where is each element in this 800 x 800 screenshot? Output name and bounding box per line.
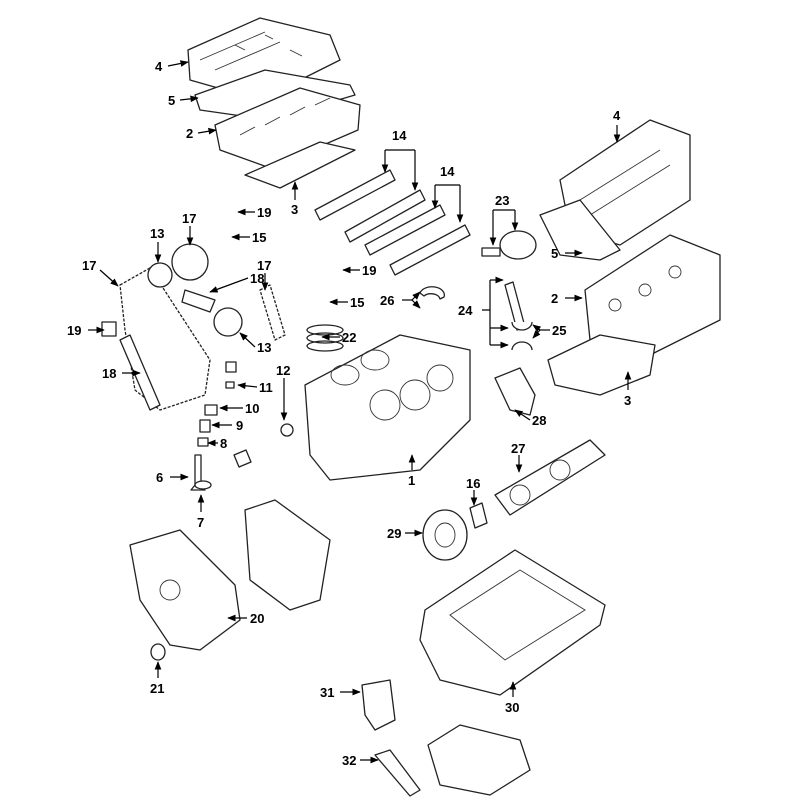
callout: 19 (362, 263, 376, 278)
oil-pump (361, 679, 396, 731)
cylinder-head-left (214, 87, 361, 169)
timing-chain-primary (119, 267, 211, 411)
callout: 13 (257, 340, 271, 355)
callout: 7 (197, 515, 204, 530)
oil-pan-lower (427, 724, 531, 796)
callout: 5 (168, 93, 175, 108)
chain-tensioner-18 (181, 289, 216, 313)
callout: 1 (408, 473, 415, 488)
callout: 19 (257, 205, 271, 220)
callout: 22 (342, 330, 356, 345)
valve-parts (190, 361, 294, 491)
callout: 17 (82, 258, 96, 273)
callout: 15 (350, 295, 364, 310)
tensioner-19 (101, 321, 117, 337)
callout: 18 (102, 366, 116, 381)
piston-and-pin (481, 230, 537, 260)
callout: 32 (342, 753, 356, 768)
callout: 15 (252, 230, 266, 245)
callout: 31 (320, 685, 334, 700)
callout: 23 (495, 193, 509, 208)
leader-lines (88, 60, 632, 764)
callout: 20 (250, 611, 264, 626)
engine-block (304, 334, 471, 481)
callout-labels: 4 5 2 3 14 14 19 17 13 15 23 4 5 17 17 1… (67, 59, 631, 768)
crankshaft (494, 439, 606, 516)
callout: 6 (156, 470, 163, 485)
oil-pickup (374, 749, 421, 797)
crank-pulley (422, 509, 468, 561)
rear-seal-retainer (494, 367, 536, 416)
sprocket-16 (469, 502, 488, 529)
front-seal (150, 643, 166, 661)
callout: 14 (440, 164, 455, 179)
camshafts-right (364, 204, 471, 276)
valve-cover-gasket-left (194, 69, 356, 121)
sprocket-13-upper (147, 262, 173, 288)
callout: 13 (150, 226, 164, 241)
callout: 16 (466, 476, 480, 491)
callout: 18 (250, 271, 264, 286)
bearing-26 (419, 286, 446, 300)
callout: 12 (276, 363, 290, 378)
callout: 4 (155, 59, 163, 74)
callout: 24 (458, 303, 473, 318)
piston-rings (306, 324, 344, 352)
sprocket-13-lower (213, 307, 243, 337)
valve-cover-left (187, 17, 341, 101)
callout: 14 (392, 128, 407, 143)
head-gasket-left (244, 141, 356, 189)
callout: 2 (551, 291, 558, 306)
valve-cover-gasket-right (539, 199, 621, 261)
oil-pan-upper (419, 549, 606, 696)
callout: 25 (552, 323, 566, 338)
callout: 26 (380, 293, 394, 308)
camshafts-left (314, 169, 426, 243)
callout: 3 (624, 393, 631, 408)
callout: 11 (259, 380, 273, 395)
callout: 10 (245, 401, 259, 416)
callout: 21 (150, 681, 164, 696)
callout: 2 (186, 126, 193, 141)
callout: 3 (291, 202, 298, 217)
callout: 28 (532, 413, 546, 428)
callout: 19 (67, 323, 81, 338)
callout: 8 (220, 436, 227, 451)
connecting-rod (504, 281, 533, 351)
timing-chain-secondary (259, 284, 286, 341)
callout: 4 (613, 108, 621, 123)
callout: 17 (182, 211, 196, 226)
timing-cover (129, 499, 331, 651)
head-gasket-right (547, 334, 656, 396)
callout: 29 (387, 526, 401, 541)
sprocket-17 (171, 243, 209, 281)
callout: 27 (511, 441, 525, 456)
callout: 5 (551, 246, 558, 261)
callout: 9 (236, 418, 243, 433)
callout: 17 (257, 258, 271, 273)
callout: 30 (505, 700, 519, 715)
